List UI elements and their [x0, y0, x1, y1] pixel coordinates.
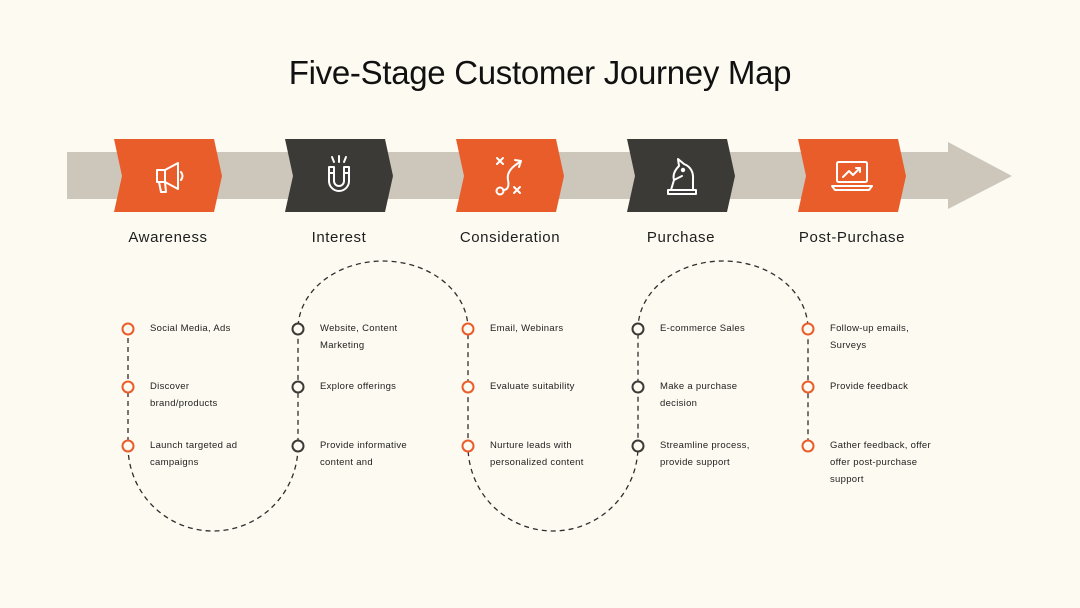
stage-item: Launch targeted ad campaigns: [150, 440, 238, 468]
strategy-icon: [495, 157, 522, 196]
stage-item: Provide feedback: [830, 381, 909, 392]
stage-item: Evaluate suitability: [490, 381, 575, 392]
stage-item: Email, Webinars: [490, 323, 564, 334]
stage-chevron-2: [285, 139, 393, 212]
item-marker: [461, 380, 475, 394]
stage-item: Website, Content Marketing: [320, 323, 398, 351]
megaphone-icon: [156, 162, 184, 193]
stage-label-2: Interest: [311, 229, 367, 246]
stage-label-4: Purchase: [646, 229, 716, 246]
item-marker: [631, 322, 645, 336]
stage-item: Streamline process, provide support: [660, 440, 750, 468]
stage-chevron-3: [456, 139, 564, 212]
chess-knight-icon: [667, 158, 697, 195]
magnet-icon: [328, 155, 350, 192]
item-marker: [631, 380, 645, 394]
stage-item: Explore offerings: [320, 381, 397, 392]
stage-item: Provide informative content and: [320, 440, 408, 468]
markers-layer: [121, 322, 815, 453]
stage-item: Gather feedback, offer offer post-purcha…: [830, 440, 931, 485]
item-marker: [291, 380, 305, 394]
stage-label-1: Awareness: [128, 229, 208, 246]
stage-item: E-commerce Sales: [660, 323, 746, 334]
stage-item: Social Media, Ads: [150, 323, 231, 334]
item-marker: [121, 439, 135, 453]
stage-chevron-1: [114, 139, 222, 212]
item-marker: [801, 439, 815, 453]
stage-item: Make a purchase decision: [660, 381, 738, 409]
stage-chevron-5: [798, 139, 906, 212]
stage-label-3: Consideration: [459, 229, 561, 246]
item-marker: [461, 322, 475, 336]
page-title: Five-Stage Customer Journey Map: [288, 54, 792, 91]
stage-item: Discover brand/products: [150, 381, 218, 409]
stage-label-5: Post-Purchase: [798, 229, 906, 246]
item-marker: [121, 380, 135, 394]
item-marker: [121, 322, 135, 336]
item-marker: [801, 322, 815, 336]
stage-item: Nurture leads with personalized content: [490, 440, 584, 468]
item-marker: [461, 439, 475, 453]
laptop-chart-icon: [831, 161, 873, 191]
item-marker: [291, 439, 305, 453]
item-marker: [631, 439, 645, 453]
item-marker: [801, 380, 815, 394]
journey-path: [127, 260, 809, 532]
item-marker: [291, 322, 305, 336]
stage-item: Follow-up emails, Surveys: [830, 323, 910, 351]
